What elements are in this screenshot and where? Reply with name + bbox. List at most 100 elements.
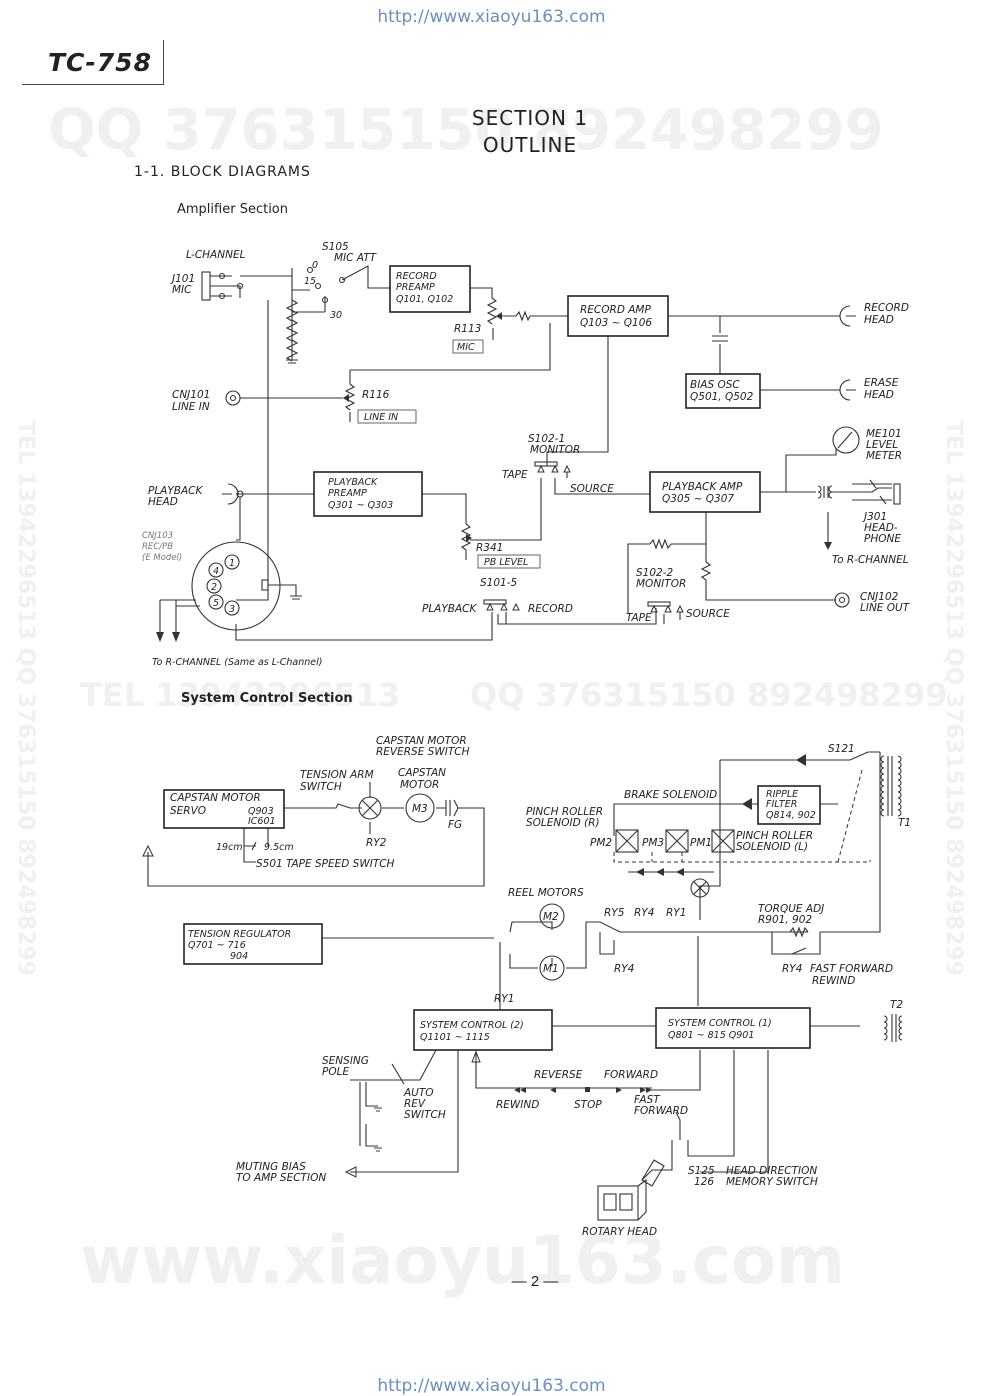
label-l-channel: L-CHANNEL bbox=[186, 249, 246, 261]
label-capstan-rev-2: REVERSE SWITCH bbox=[376, 746, 470, 758]
label-j101: J101 bbox=[170, 273, 195, 285]
label-ripple-1: RIPPLE bbox=[766, 789, 798, 800]
line-out-jack-cnj102 bbox=[834, 592, 850, 608]
label-tension-reg-2: Q701 ~ 716 bbox=[188, 940, 246, 951]
erase-head-icon bbox=[830, 379, 856, 401]
tension-arm-switch-lamp bbox=[358, 796, 382, 820]
label-j301-1: J301 bbox=[862, 511, 887, 523]
label-to-r-channel: To R-CHANNEL bbox=[832, 554, 909, 566]
label-rewind-b: REWIND bbox=[812, 975, 855, 987]
playback-preamp-box bbox=[313, 471, 423, 517]
label-pinch-r-2: SOLENOID (R) bbox=[526, 817, 600, 829]
system-control-heading: System Control Section bbox=[181, 691, 353, 706]
label-line-in-tag: LINE IN bbox=[364, 412, 398, 423]
label-tape-2: TAPE bbox=[626, 612, 652, 624]
ry4-ff-contact bbox=[791, 947, 807, 955]
label-forward: FORWARD bbox=[604, 1069, 658, 1081]
headphone-jack-j301 bbox=[817, 479, 901, 505]
label-hd-2: MEMORY SWITCH bbox=[726, 1176, 818, 1188]
label-sys1-2: Q801 ~ 815 Q901 bbox=[668, 1030, 754, 1041]
r113-pot bbox=[486, 297, 498, 325]
label-capstan-motor-2: MOTOR bbox=[400, 779, 439, 791]
level-meter-me101 bbox=[832, 426, 860, 454]
label-me101-3: METER bbox=[866, 450, 902, 462]
label-s125-1: S125 bbox=[688, 1165, 715, 1177]
label-auto-1: AUTO bbox=[403, 1087, 434, 1099]
label-fg: FG bbox=[448, 819, 462, 831]
label-pin-2: 2 bbox=[211, 582, 217, 593]
label-j301-2: HEAD- bbox=[864, 522, 898, 534]
label-ry1b: RY1 bbox=[494, 993, 514, 1005]
label-pinch-l-2: SOLENOID (L) bbox=[736, 841, 808, 853]
label-pin-1: 1 bbox=[229, 558, 235, 569]
label-torque-1: TORQUE ADJ bbox=[758, 903, 824, 915]
label-cnj103-2: REC/PB bbox=[142, 542, 173, 552]
label-cnj103-3: (E Model) bbox=[142, 553, 182, 563]
label-ripple-3: Q814, 902 bbox=[766, 810, 816, 821]
url-watermark-big: www.xiaoyu163.com bbox=[80, 1222, 845, 1299]
solenoid-pm3 bbox=[665, 829, 689, 853]
section-title: SECTION 1 bbox=[471, 106, 589, 130]
label-pin-3: 3 bbox=[229, 604, 235, 615]
label-to-r-same: To R-CHANNEL (Same as L-Channel) bbox=[152, 657, 322, 668]
mic-jack-j101 bbox=[201, 271, 244, 301]
bottom-url-watermark: http://www.xiaoyu163.com bbox=[377, 1376, 606, 1396]
label-ry4b: RY4 bbox=[614, 963, 634, 975]
playback-head-icon bbox=[222, 483, 246, 541]
label-ry5: RY5 bbox=[604, 907, 625, 919]
label-me101-1: ME101 bbox=[866, 428, 902, 440]
label-erase-head-1: ERASE bbox=[864, 377, 899, 389]
label-s105: S105 bbox=[322, 241, 349, 253]
label-servo-1: CAPSTAN MOTOR bbox=[170, 792, 261, 804]
label-pin-5: 5 bbox=[213, 598, 219, 609]
reel-motor-m2 bbox=[539, 903, 565, 929]
label-ry4-ff: RY4 bbox=[782, 963, 802, 975]
label-cnj102-2: LINE OUT bbox=[860, 602, 911, 614]
label-sys2-1: SYSTEM CONTROL (2) bbox=[420, 1020, 524, 1031]
label-reverse: REVERSE bbox=[534, 1069, 583, 1081]
label-playback-head-1: PLAYBACK bbox=[148, 485, 203, 497]
amplifier-labels: L-CHANNEL S105 MIC ATT 0 15 30 J101 MIC … bbox=[142, 241, 911, 668]
label-s121: S121 bbox=[828, 743, 855, 755]
system-labels: CAPSTAN MOTOR REVERSE SWITCH TENSION ARM… bbox=[170, 735, 911, 1238]
label-pb-amp-2: Q305 ~ Q307 bbox=[662, 493, 734, 505]
playback-amp-box bbox=[649, 471, 761, 513]
label-pb-level-tag: PB LEVEL bbox=[484, 557, 528, 568]
ripple-filter-box bbox=[757, 785, 821, 825]
system-control-1-box bbox=[655, 1007, 811, 1049]
label-erase-head-2: HEAD bbox=[864, 389, 894, 401]
label-me101-2: LEVEL bbox=[866, 439, 898, 451]
label-ripple-2: FILTER bbox=[766, 799, 797, 810]
label-monitor-2: MONITOR bbox=[636, 578, 686, 590]
rectifier-diodes bbox=[742, 754, 806, 810]
label-pin-4: 4 bbox=[213, 566, 219, 577]
label-pm3: PM3 bbox=[642, 837, 664, 849]
amplifier-wires bbox=[156, 265, 852, 642]
label-sys1-1: SYSTEM CONTROL (1) bbox=[668, 1018, 772, 1029]
record-amp-box bbox=[567, 295, 669, 337]
label-att-0: 0 bbox=[312, 260, 318, 271]
label-record-head-2: HEAD bbox=[864, 314, 894, 326]
label-pb-amp-1: PLAYBACK AMP bbox=[662, 481, 743, 493]
label-r116: R116 bbox=[362, 389, 390, 401]
label-tape: TAPE bbox=[502, 469, 528, 481]
label-m1: M1 bbox=[543, 963, 559, 975]
model-number: TC-758 bbox=[48, 48, 152, 77]
record-preamp-box bbox=[389, 265, 471, 313]
label-ry1: RY1 bbox=[666, 907, 686, 919]
label-t1: T1 bbox=[898, 817, 911, 829]
solenoid-pm1 bbox=[711, 829, 735, 853]
label-record-head-1: RECORD bbox=[864, 302, 909, 314]
mic-att-switch-s105 bbox=[285, 266, 346, 364]
fg-sensor bbox=[445, 799, 459, 817]
rotary-head-icon bbox=[597, 1159, 665, 1221]
system-wires bbox=[142, 759, 881, 1181]
qq-watermark-top: QQ 376315150 892498299 bbox=[48, 98, 884, 163]
label-record-preamp-3: Q101, Q102 bbox=[396, 294, 453, 305]
label-fast-1: FAST bbox=[634, 1094, 661, 1106]
label-fast-forward-b: FAST FORWARD bbox=[810, 963, 893, 975]
label-j301-3: PHONE bbox=[864, 533, 901, 545]
label-att-15: 15 bbox=[304, 276, 316, 287]
label-pb-preamp-1: PLAYBACK bbox=[328, 477, 378, 488]
capstan-motor-m3 bbox=[405, 793, 435, 823]
